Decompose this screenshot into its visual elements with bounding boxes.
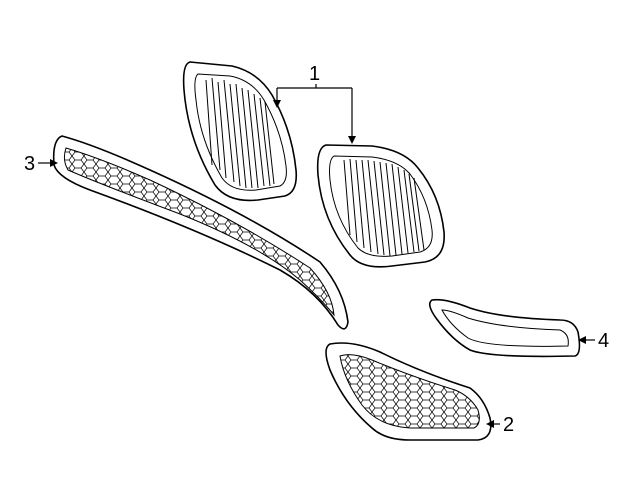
callout-number: 1 [309, 63, 320, 85]
callout-3: 3 [24, 153, 58, 175]
side-trim-frame [428, 298, 581, 358]
right-kidney-grille [316, 144, 445, 268]
callout-1: 1 [273, 63, 356, 144]
callout-number: 4 [598, 330, 609, 352]
callout-2: 2 [486, 414, 514, 436]
callout-number: 2 [503, 414, 514, 436]
lower-center-grille [52, 135, 349, 330]
side-grille [325, 342, 492, 441]
left-kidney-grille [182, 61, 298, 202]
callout-4: 4 [578, 330, 609, 352]
callout-number: 3 [24, 153, 35, 175]
